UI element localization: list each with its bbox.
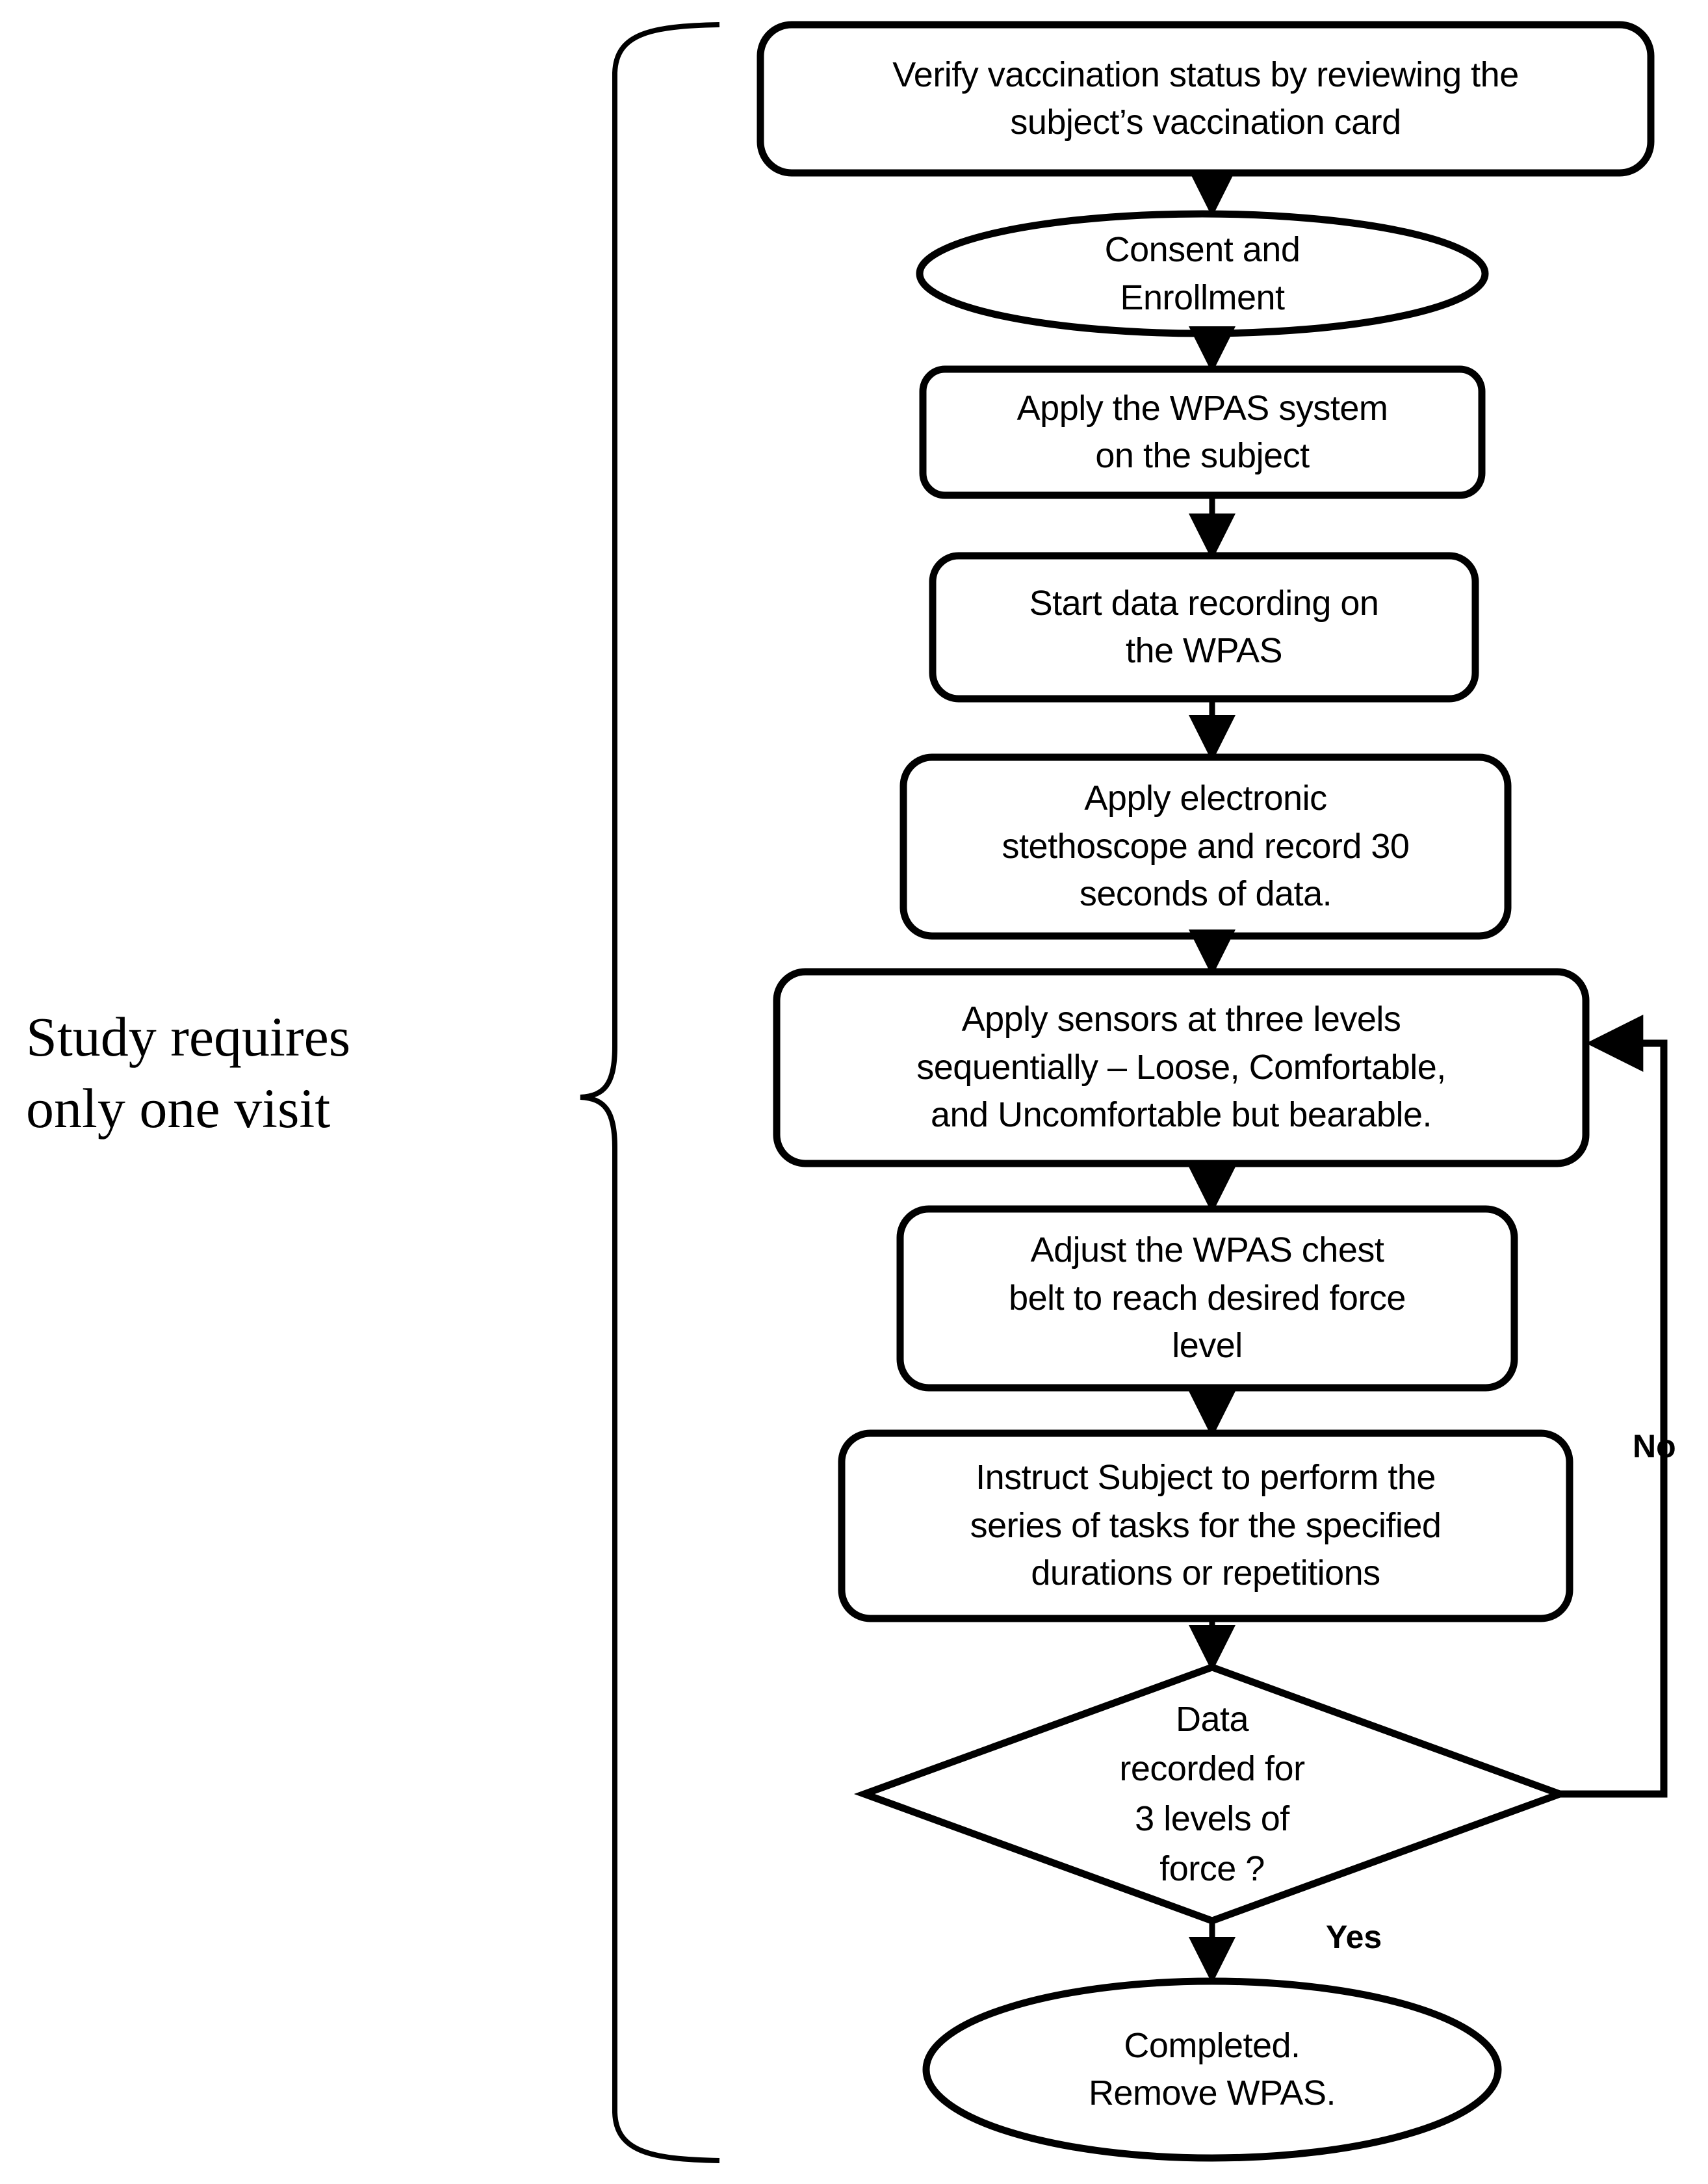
node-instruct-subject[interactable] bbox=[838, 1429, 1573, 1622]
edge-label-yes: Yes bbox=[1326, 1919, 1382, 1955]
node-apply-stethoscope[interactable] bbox=[899, 753, 1512, 940]
node-start-recording[interactable] bbox=[929, 552, 1479, 703]
edge-label-no: No bbox=[1633, 1428, 1676, 1464]
node-adjust-belt[interactable] bbox=[896, 1205, 1518, 1392]
annotation-brace-icon bbox=[580, 22, 720, 2163]
node-decision-data-recorded[interactable] bbox=[853, 1663, 1571, 1925]
node-verify-vaccination[interactable] bbox=[757, 21, 1655, 177]
edge-decision-no-to-apply-sensors bbox=[1560, 1015, 1668, 1798]
annotation-study-visit-label: Study requires only one visit bbox=[26, 1006, 351, 1140]
node-completed-remove-wpas[interactable] bbox=[922, 1977, 1502, 2162]
node-apply-sensors[interactable] bbox=[773, 968, 1590, 1167]
node-consent-enrollment[interactable] bbox=[916, 210, 1489, 337]
node-apply-wpas[interactable] bbox=[919, 365, 1486, 499]
